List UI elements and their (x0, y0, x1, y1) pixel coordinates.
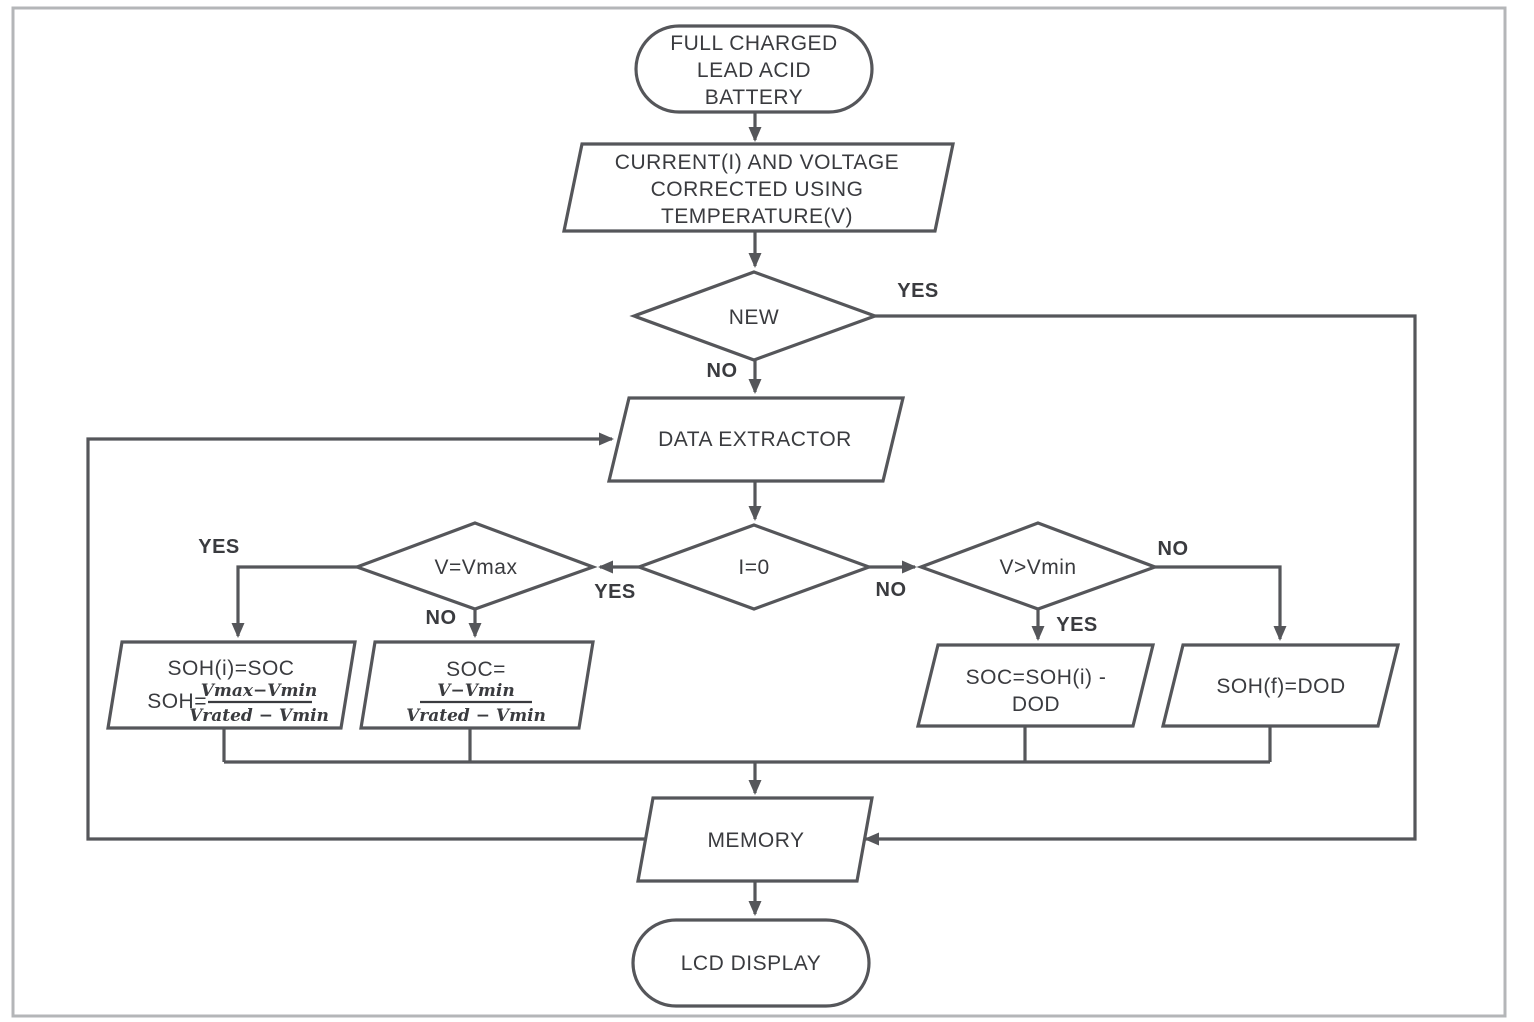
soc-charge-line1: SOC= (446, 658, 506, 681)
soh-initial-prefix: SOH= (147, 690, 207, 713)
soc-charge-numerator: V−Vmin (437, 681, 514, 701)
label-vmin-yes: YES (1056, 614, 1098, 636)
node-vmin-decision (916, 521, 1160, 611)
izero-decision-label: I=0 (738, 556, 769, 579)
node-data-extractor (606, 396, 906, 483)
label-vmax-yes: YES (198, 536, 240, 558)
node-lcd-terminal (631, 918, 871, 1008)
figure-border (11, 6, 1507, 1018)
soc-discharge-line2: DOD (1012, 693, 1060, 716)
soh-initial-denominator: Vrated − Vmin (189, 706, 329, 726)
label-vmax-no: NO (426, 607, 457, 629)
edge-vmax-yes-to-soh-initial (231, 565, 357, 638)
label-new-no: NO (707, 360, 738, 382)
vmax-decision-label: V=Vmax (435, 556, 518, 579)
node-input-correction (562, 142, 955, 233)
label-new-yes: YES (897, 280, 939, 302)
vmin-decision-label: V>Vmin (999, 556, 1076, 579)
start-label-line1: FULL CHARGED (670, 32, 837, 55)
memory-label: MEMORY (707, 829, 804, 852)
input-label-line1: CURRENT(I) AND VOLTAGE (615, 151, 899, 174)
soc-charge-denominator: Vrated − Vmin (406, 706, 546, 726)
soh-initial-line1: SOH(i)=SOC (168, 657, 295, 680)
soc-discharge-line1: SOC=SOH(i) - (966, 666, 1107, 689)
node-soh-initial (106, 640, 357, 730)
edge-new-yes-to-memory (864, 314, 1417, 846)
label-izero-yes: YES (594, 581, 636, 603)
soh-final-label: SOH(f)=DOD (1216, 675, 1345, 698)
soh-initial-numerator: Vmax−Vmin (201, 681, 318, 701)
data-extractor-label: DATA EXTRACTOR (658, 428, 852, 451)
node-soc-charge (359, 640, 595, 730)
new-decision-label: NEW (729, 306, 780, 329)
start-label-line2: LEAD ACID (697, 59, 811, 82)
lcd-label: LCD DISPLAY (681, 952, 822, 975)
node-vmax-decision (352, 521, 598, 611)
node-start-terminal (634, 24, 874, 114)
input-label-line2: CORRECTED USING (651, 178, 864, 201)
input-label-line3: TEMPERATURE(V) (661, 205, 853, 228)
node-new-decision (629, 270, 880, 362)
node-soc-discharge (915, 643, 1156, 728)
node-izero-decision (634, 523, 874, 611)
edge-vmin-no-to-soh-final (1155, 565, 1287, 641)
node-memory (636, 796, 874, 883)
label-izero-no: NO (876, 579, 907, 601)
start-label-line3: BATTERY (705, 86, 803, 109)
label-vmin-no: NO (1158, 538, 1189, 560)
node-soh-final (1160, 643, 1401, 728)
edge-memory-feedback-to-extractor (86, 432, 647, 841)
